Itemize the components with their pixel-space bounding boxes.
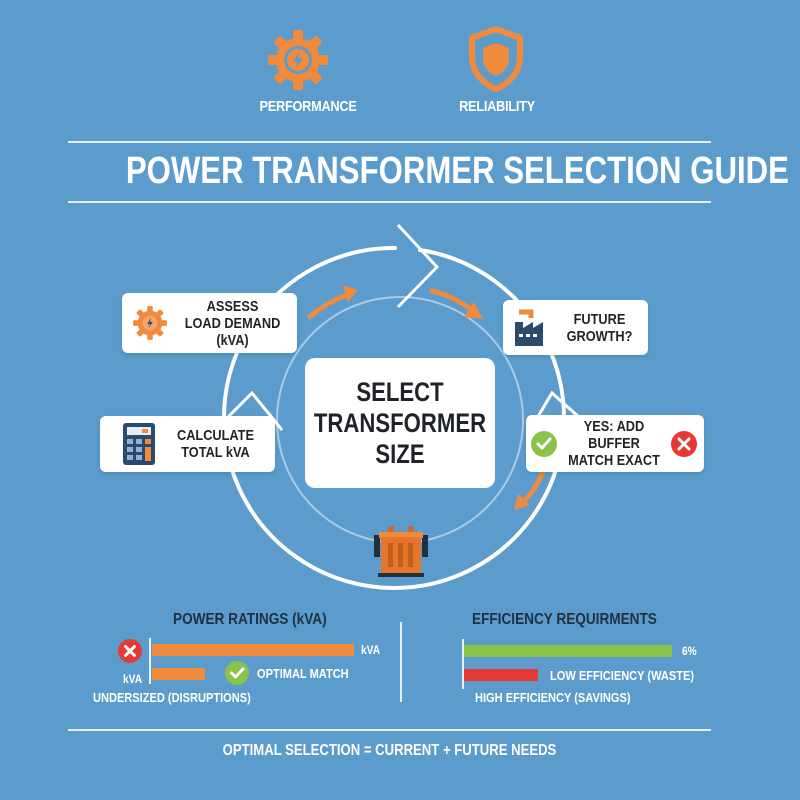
optimal-match-label: OPTIMAL MATCH	[257, 666, 349, 681]
step-assess-load-demand: ASSESS LOAD DEMAND (kVA)	[122, 293, 297, 353]
efficiency-bar-high	[464, 645, 672, 657]
factory-icon	[515, 309, 543, 346]
step-assess-line2: LOAD DEMAND	[184, 314, 281, 332]
title-rule-bottom	[68, 201, 711, 203]
step-decision-text: YES: ADD BUFFER MATCH EXACT	[566, 418, 661, 469]
efficiency-axis-line	[462, 639, 464, 689]
step-calculate-line1: CALCULATE	[177, 427, 254, 444]
step-calculate-line2: TOTAL kVA	[181, 444, 250, 461]
step-future-text: FUTURE GROWTH?	[558, 311, 640, 345]
step-decision-no: MATCH EXACT	[568, 452, 660, 469]
step-assess-line1: ASSESS	[206, 297, 259, 315]
power-axis-line	[149, 638, 151, 684]
step-calculate-text: CALCULATE TOTAL kVA	[165, 427, 266, 461]
gear-lightning-icon	[268, 30, 328, 90]
high-efficiency-label: HIGH EFFICIENCY (SAVINGS)	[475, 690, 631, 705]
low-efficiency-label: LOW EFFICIENCY (WASTE)	[550, 668, 695, 683]
step-future-growth: FUTURE GROWTH?	[503, 300, 648, 355]
gear-lightning-icon	[133, 306, 167, 340]
x-circle-icon	[118, 639, 142, 663]
calculator-icon	[123, 423, 155, 465]
efficiency-title: EFFICIENCY REQUIRMENTS	[472, 611, 657, 628]
check-circle-icon	[531, 430, 557, 457]
x-circle-icon	[671, 430, 697, 457]
step-calculate-total-kva: CALCULATE TOTAL kVA	[100, 416, 275, 472]
center-select-transformer-size: SELECT TRANSFORMER SIZE	[305, 358, 495, 488]
power-bar-undersized	[152, 668, 205, 680]
shield-icon	[469, 26, 523, 92]
center-line3: SIZE	[375, 438, 425, 469]
efficiency-bar1-label: 6%	[682, 644, 697, 658]
center-line1: SELECT	[356, 376, 444, 407]
center-line2: TRANSFORMER	[313, 407, 487, 438]
footer-summary: OPTIMAL SELECTION = CURRENT + FUTURE NEE…	[222, 742, 557, 759]
efficiency-bar-low	[464, 669, 538, 681]
step-future-line1: FUTURE	[573, 310, 626, 328]
transformer-icon	[374, 526, 428, 577]
power-ratings-title: POWER RATINGS (kVA)	[173, 611, 327, 628]
step-assess-line3: (kVA)	[216, 331, 249, 349]
check-circle-icon	[225, 661, 249, 685]
section-divider	[400, 622, 402, 702]
step-decision-buffer: YES: ADD BUFFER MATCH EXACT	[526, 415, 704, 472]
reliability-label: RELIABILITY	[459, 98, 535, 115]
power-bar1-label: kVA	[361, 643, 381, 657]
step-decision-yes: YES: ADD BUFFER	[583, 418, 645, 452]
power-bar2-label: kVA	[123, 672, 143, 686]
power-bar-oversized	[152, 644, 354, 656]
performance-label: PERFORMANCE	[259, 98, 357, 115]
undersized-label: UNDERSIZED (DISRUPTIONS)	[93, 690, 251, 705]
title-rule-top	[68, 141, 711, 143]
step-assess-text: ASSESS LOAD DEMAND (kVA)	[178, 298, 288, 349]
footer-rule	[68, 729, 711, 731]
center-text: SELECT TRANSFORMER SIZE	[314, 377, 486, 470]
step-future-line2: GROWTH?	[566, 327, 633, 345]
